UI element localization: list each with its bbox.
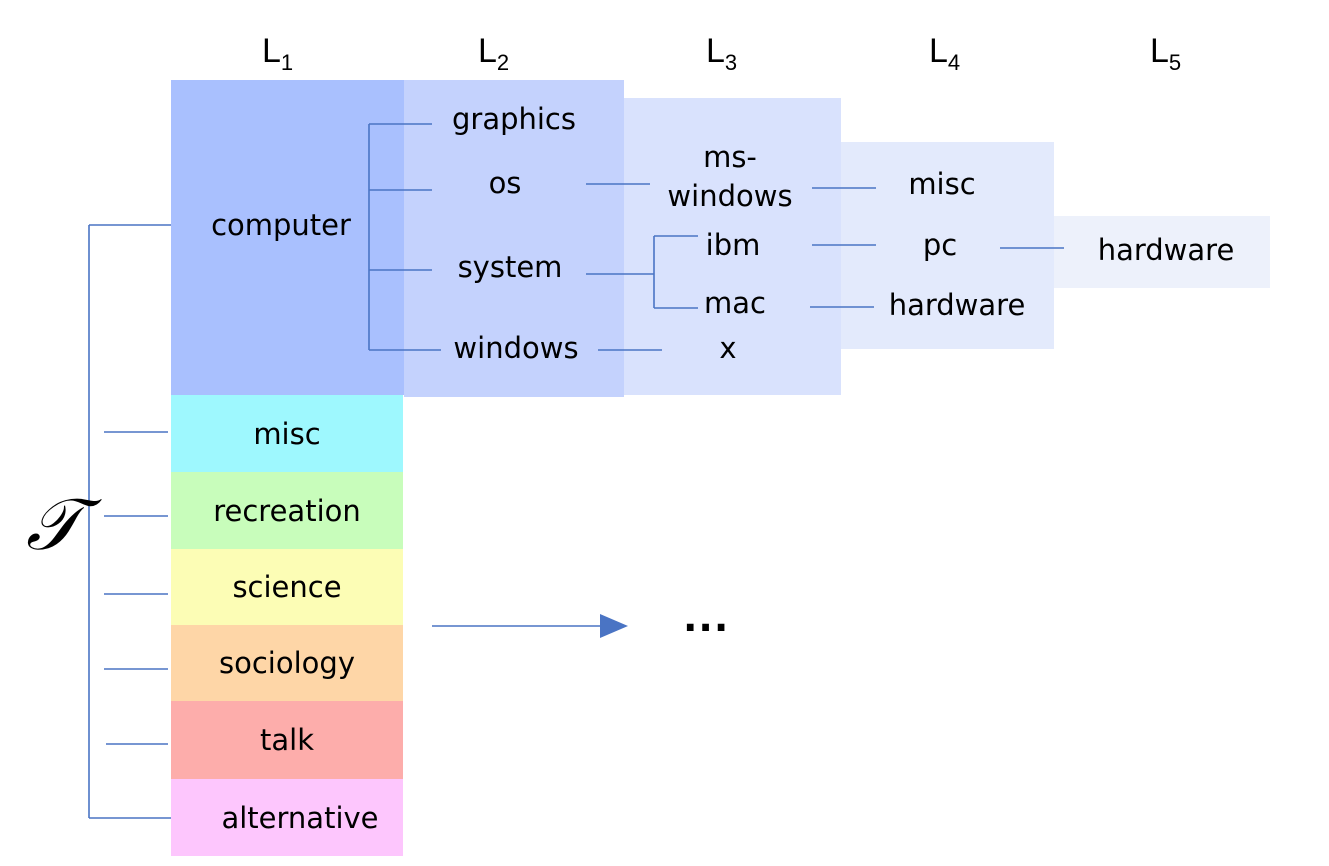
level-3-block bbox=[624, 98, 841, 395]
node-windows: windows bbox=[453, 331, 579, 365]
node-graphics: graphics bbox=[451, 102, 576, 136]
node-hardware-l4: hardware bbox=[888, 288, 1026, 322]
category-sociology: sociology bbox=[171, 625, 403, 701]
category-alternative: alternative bbox=[171, 779, 403, 856]
node-hardware-l5: hardware bbox=[1097, 233, 1235, 267]
category-label: alternative bbox=[221, 800, 379, 835]
category-science: science bbox=[171, 549, 403, 625]
node-computer: computer bbox=[211, 208, 351, 242]
ellipsis: ... bbox=[683, 596, 730, 640]
category-label: science bbox=[232, 570, 342, 604]
node-ms-windows-line2: windows bbox=[667, 179, 793, 213]
category-label: misc bbox=[253, 416, 321, 451]
level-header-2: L2 bbox=[478, 32, 510, 75]
node-x: x bbox=[719, 331, 737, 365]
category-recreation: recreation bbox=[171, 472, 403, 549]
level-1-block bbox=[171, 80, 404, 395]
level-5-block bbox=[1054, 216, 1270, 288]
node-ibm: ibm bbox=[705, 228, 761, 262]
node-pc: pc bbox=[922, 228, 958, 262]
level-2-block bbox=[404, 80, 624, 397]
level-header-5: L5 bbox=[1150, 32, 1182, 75]
category-label: sociology bbox=[219, 646, 355, 680]
root-symbol: 𝒯 bbox=[26, 482, 82, 566]
node-ms-windows-line1: ms- bbox=[703, 140, 757, 174]
category-label: recreation bbox=[213, 493, 361, 528]
category-talk: talk bbox=[171, 701, 403, 779]
category-misc: misc bbox=[171, 395, 403, 472]
continuation-arrow-head bbox=[600, 614, 628, 638]
category-label: talk bbox=[260, 723, 314, 757]
node-mac: mac bbox=[704, 286, 766, 320]
node-os: os bbox=[488, 166, 522, 200]
level-header-4: L4 bbox=[929, 32, 961, 75]
level-header-3: L3 bbox=[706, 32, 738, 75]
level-header-1: L1 bbox=[262, 32, 294, 75]
node-misc-l4: misc bbox=[908, 167, 976, 201]
node-system: system bbox=[457, 250, 563, 284]
